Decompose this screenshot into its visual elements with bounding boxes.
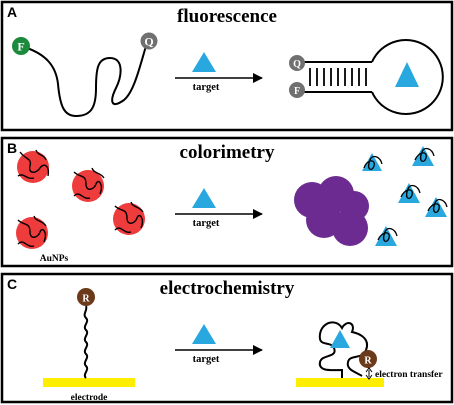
folded-redox-bead [359, 350, 377, 368]
hairpin-aptamer [304, 39, 444, 115]
hairpin-quencher-label: Q [293, 59, 301, 70]
folded-aptamer-strand [318, 321, 368, 378]
panel-c-letter: C [7, 276, 17, 292]
electrode-bar [43, 378, 135, 387]
target-aptamer-complex [375, 226, 398, 246]
panel-b: B colorimetry AuNPs target [0, 136, 454, 268]
target-icon [192, 188, 216, 208]
electron-transfer-arrowheads [365, 367, 373, 380]
panel-b-letter: B [7, 140, 17, 156]
aunp-particle [113, 201, 145, 235]
arrow-label-c: target [193, 354, 220, 365]
hairpin-fluorophore-bead [289, 82, 305, 98]
panel-a: A fluorescence F Q target [0, 0, 454, 132]
redox-label: R [82, 294, 90, 305]
aunp-particle [17, 149, 50, 183]
hairpin-quencher-bead [289, 55, 305, 71]
electrode-bar-folded [296, 378, 384, 387]
linear-aptamer-strand [83, 305, 89, 379]
hairpin-fluorophore-label: F [294, 86, 300, 97]
target-aptamer-complex [362, 153, 383, 171]
panel-a-title: fluorescence [177, 6, 277, 27]
panel-a-letter: A [7, 4, 17, 20]
bound-target-icon [395, 62, 419, 87]
quencher-bead [140, 32, 158, 50]
hairpin-loop [371, 39, 444, 115]
panel-c: C electrochemistry R electrode target R … [0, 272, 454, 404]
target-aptamer-complex [425, 197, 448, 217]
folded-redox-label: R [364, 356, 372, 367]
electrode-label: electrode [71, 393, 108, 403]
panel-b-title: colorimetry [180, 142, 275, 163]
aunp-particle [72, 167, 105, 202]
panel-a-frame [0, 0, 454, 132]
aunp-label: AuNPs [40, 254, 69, 264]
panel-c-frame [0, 272, 454, 404]
arrow-label-a: target [193, 82, 220, 93]
arrow-label-b: target [193, 218, 220, 229]
bound-target-icon [330, 330, 350, 348]
target-icon [192, 52, 216, 72]
redox-bead [77, 288, 95, 306]
panel-b-frame [0, 136, 454, 268]
aunp-particle [16, 215, 48, 249]
target-icon [192, 324, 216, 344]
quencher-label: Q [144, 35, 153, 49]
stem-base-pairs [309, 68, 367, 86]
fluorophore-label: F [17, 40, 24, 54]
target-aptamer-complex [412, 146, 435, 166]
panel-c-title: electrochemistry [160, 278, 295, 299]
target-aptamer-complex [398, 183, 421, 203]
electron-transfer-label: electron transfer [375, 370, 443, 380]
linear-aptamer-strand [23, 45, 147, 118]
fluorophore-bead [12, 37, 30, 55]
aggregated-aunp-cluster [294, 176, 369, 246]
